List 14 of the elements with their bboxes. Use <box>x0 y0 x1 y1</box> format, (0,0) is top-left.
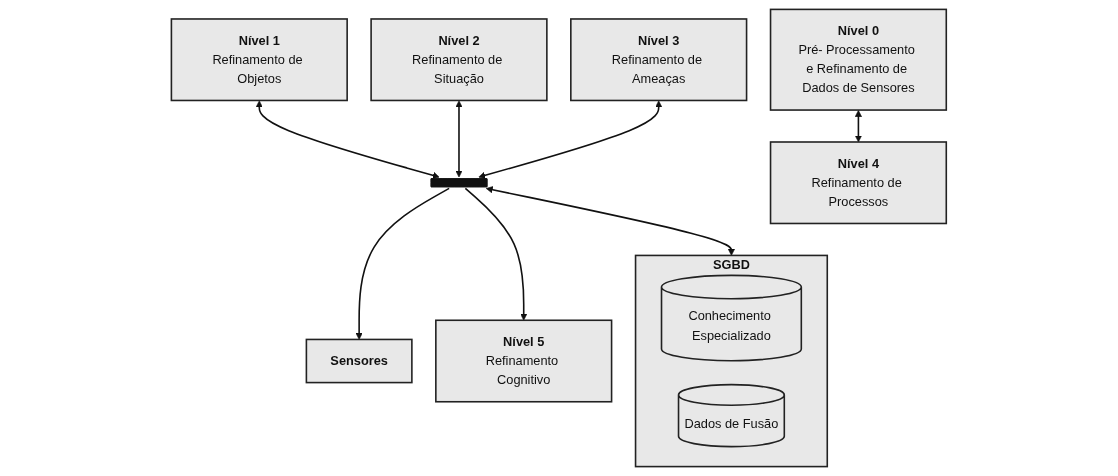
arrow <box>255 100 440 179</box>
node-box: Nível 4 Refinamento de Processos <box>769 141 948 225</box>
arrow <box>855 110 863 143</box>
node-box: Nível 0 Pré- Processamento e Refinamento de Dados de Sensores <box>769 8 948 111</box>
arrow <box>486 186 736 256</box>
node-box: Nível 2 Refinamento de Situação <box>370 18 548 102</box>
node-box: Nível 1 Refinamento de Objetos <box>170 18 349 102</box>
node-box: Nível 5 Refinamento Cognitivo <box>435 319 613 403</box>
arrow <box>455 100 463 178</box>
node-box: Nível 3 Refinamento de Ameaças <box>570 18 748 102</box>
arrow <box>478 100 663 179</box>
node-box: Sensores <box>305 338 413 384</box>
arrow <box>355 187 451 340</box>
arrow <box>464 187 528 321</box>
